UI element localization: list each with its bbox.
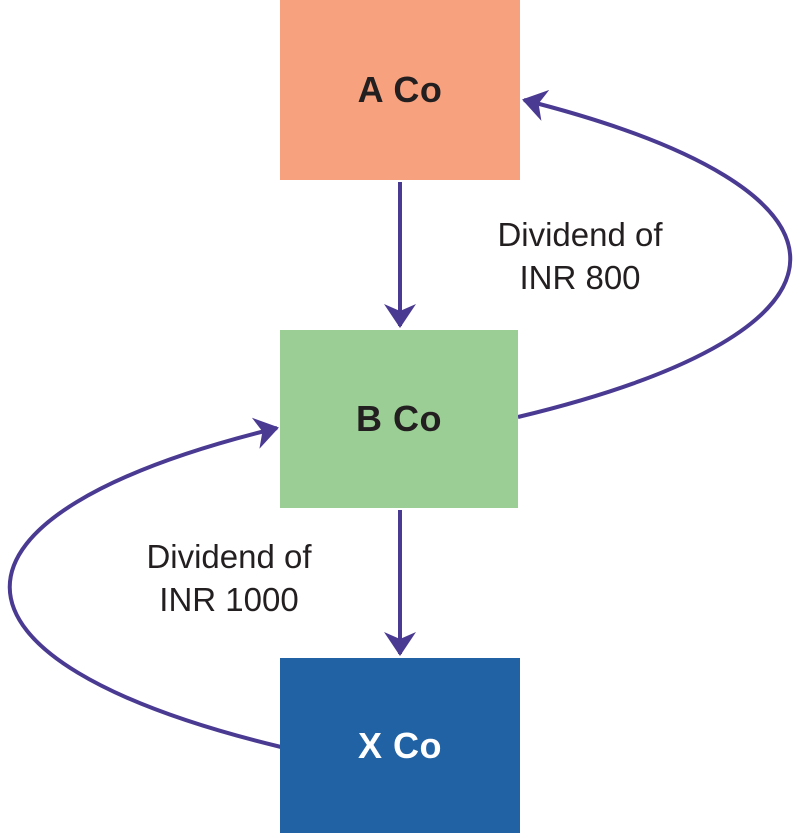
node-a-co-label: A Co xyxy=(357,69,443,110)
node-x-co-label: X Co xyxy=(357,724,442,766)
node-x-co: X Co xyxy=(280,658,520,833)
edge-label-dividend-1000-line2: INR 1000 xyxy=(159,581,299,618)
node-a-co: A Co xyxy=(280,0,520,180)
edge-label-dividend-1000: Dividend of INR 1000 xyxy=(111,535,347,621)
edge-b-to-a-dividend-arrow xyxy=(517,89,793,419)
edge-label-dividend-800: Dividend of INR 800 xyxy=(462,213,698,299)
edge-label-dividend-800-line1: Dividend of xyxy=(497,216,663,253)
edge-label-dividend-1000-line1: Dividend of xyxy=(146,538,312,575)
edge-x-to-b-dividend-arrow xyxy=(7,417,282,749)
node-b-co: B Co xyxy=(280,330,518,508)
node-b-co-label: B Co xyxy=(356,398,442,439)
edge-label-dividend-800-line2: INR 800 xyxy=(519,259,641,296)
